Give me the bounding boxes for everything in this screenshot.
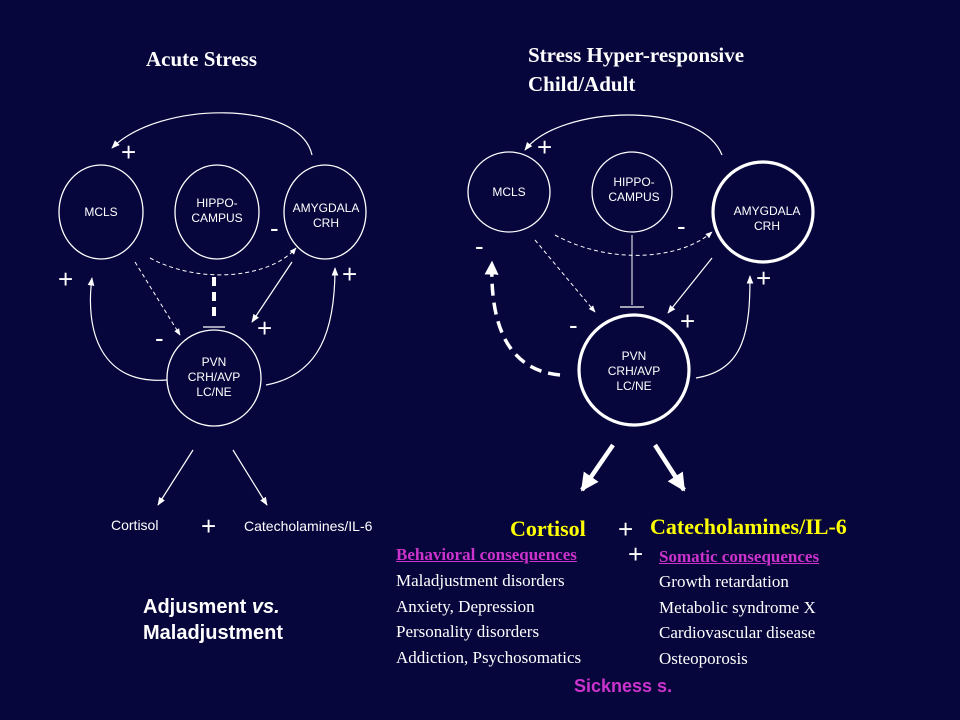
left-hippo-amyg-dashed	[149, 247, 297, 276]
somatic-item: Metabolic syndrome X	[659, 597, 816, 617]
right-mcls-pvn-dashed	[534, 239, 596, 313]
right-mcls-circle	[467, 151, 551, 233]
behavioral-item: Anxiety, Depression	[396, 596, 535, 616]
right-pvn-catechol-arrow	[653, 443, 686, 492]
left-footer: Adjusment vs. Maladjustment	[143, 594, 283, 646]
left-mcls-circle	[58, 164, 144, 260]
left-plus-pvn: +	[257, 313, 273, 343]
right-minus-pvn: -	[569, 310, 578, 340]
left-plus-outputs: +	[201, 511, 217, 541]
right-title-line2: Child/Adult	[528, 72, 636, 96]
right-catecholamines-label: Catecholamines/IL-6	[650, 514, 847, 539]
right-plus-outputs: +	[618, 514, 634, 544]
right-title-line1: Stress Hyper-responsive	[528, 43, 745, 67]
left-amyg-pvn-arrow	[251, 261, 293, 323]
left-minus-pvn: -	[155, 323, 164, 353]
left-plus-amyg: +	[342, 259, 358, 289]
left-title: Acute Stress	[146, 47, 258, 71]
left-catecholamines-label: Catecholamines/IL-6	[244, 518, 373, 534]
right-minus-mcls: -	[475, 231, 484, 261]
left-pvn-cortisol-arrow	[157, 449, 194, 506]
right-mcls-label: MCLS	[492, 185, 526, 199]
behavioral-item: Personality disorders	[396, 622, 540, 641]
right-pvn-amyg-arc	[695, 275, 754, 379]
right-pvn-mcls-thick-dashed	[484, 260, 561, 377]
left-mcls-label: MCLS	[84, 205, 118, 219]
right-amygdala-circle	[711, 160, 815, 264]
right-plus-consequences: +	[628, 539, 644, 569]
left-hippocampus-circle	[174, 164, 260, 260]
right-cortisol-label: Cortisol	[510, 516, 586, 541]
behavioral-heading: Behavioral consequences	[396, 545, 577, 564]
left-plus-mcls: +	[58, 264, 74, 294]
right-hippo-amyg-dashed	[554, 231, 713, 256]
left-diagram	[58, 112, 367, 506]
right-amyg-pvn-arrow	[667, 257, 713, 314]
right-hippocampus-circle	[591, 151, 673, 233]
right-pvn-cortisol-arrow	[580, 443, 615, 492]
footer-vs: vs.	[251, 596, 280, 618]
left-pvn-circle	[166, 329, 262, 427]
somatic-item: Osteoporosis	[659, 648, 748, 668]
left-amygdala-circle	[283, 164, 367, 260]
behavioral-item: Addiction, Psychosomatics	[396, 647, 582, 667]
left-pvn-mcls-arc	[87, 277, 168, 381]
left-plus-top: +	[121, 137, 137, 167]
left-pvn-label: PVN CRH/AVP LC/NE	[187, 355, 241, 399]
right-pvn-circle	[577, 313, 691, 427]
right-plus-pvn: +	[680, 306, 696, 336]
left-pvn-catechol-arrow	[232, 449, 268, 506]
right-hippocampus-label: HIPPO- CAMPUS	[608, 175, 660, 204]
left-mcls-pvn-dashed	[134, 261, 181, 336]
right-minus-amyg: -	[677, 211, 686, 241]
behavioral-item: Maladjustment disorders	[396, 571, 565, 590]
left-amygdala-label: AMYGDALA CRH	[292, 201, 360, 230]
right-plus-amyg: +	[756, 263, 772, 293]
somatic-item: Growth retardation	[659, 572, 789, 591]
right-amygdala-label: AMYGDALA CRH	[733, 204, 801, 233]
footer-adjustment: Adjusment	[143, 596, 252, 618]
somatic-item: Cardiovascular disease	[659, 623, 816, 642]
left-top-arc	[111, 112, 313, 156]
somatic-heading: Somatic consequences	[659, 547, 820, 566]
right-pvn-label: PVN CRH/AVP LC/NE	[607, 349, 661, 393]
left-pvn-amyg-arc	[265, 267, 339, 386]
right-plus-top: +	[537, 132, 553, 162]
somatic-list: Growth retardation Metabolic syndrome X …	[659, 569, 816, 671]
footer-maladjustment: Maladjustment	[143, 622, 284, 644]
right-diagram	[467, 114, 815, 492]
left-cortisol-label: Cortisol	[111, 517, 159, 533]
right-top-arc	[524, 114, 723, 156]
sickness-label: Sickness s.	[574, 676, 673, 696]
left-minus-amyg: -	[270, 213, 279, 243]
behavioral-list: Maladjustment disorders Anxiety, Depress…	[396, 568, 581, 670]
left-hippocampus-label: HIPPO- CAMPUS	[191, 196, 243, 225]
